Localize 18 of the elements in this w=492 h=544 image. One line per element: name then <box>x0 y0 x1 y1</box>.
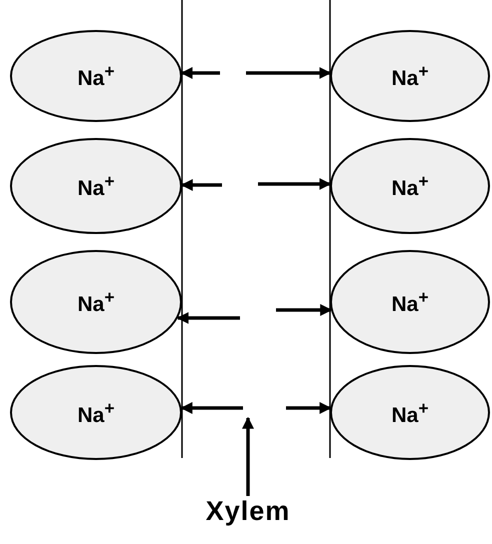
arrow <box>246 67 332 79</box>
ion-label: Na$^{+}$ <box>77 287 115 317</box>
ion-label: Na$^{+}$ <box>77 61 115 91</box>
arrow <box>276 304 332 316</box>
ion-label: Na$^{+}$ <box>391 171 429 201</box>
arrow <box>180 179 222 191</box>
ion-label: Na$^{+}$ <box>391 398 429 428</box>
ion-label: Na$^{+}$ <box>77 171 115 201</box>
arrow <box>242 416 254 496</box>
ion-label: Na$^{+}$ <box>391 287 429 317</box>
arrow <box>258 178 332 190</box>
ion-label: Na$^{+}$ <box>391 61 429 91</box>
xylem-label: Xylem <box>204 496 292 527</box>
arrow <box>286 402 332 414</box>
arrow <box>176 312 240 324</box>
arrow <box>180 402 243 414</box>
ion-label: Na$^{+}$ <box>77 398 115 428</box>
arrow <box>180 67 220 79</box>
